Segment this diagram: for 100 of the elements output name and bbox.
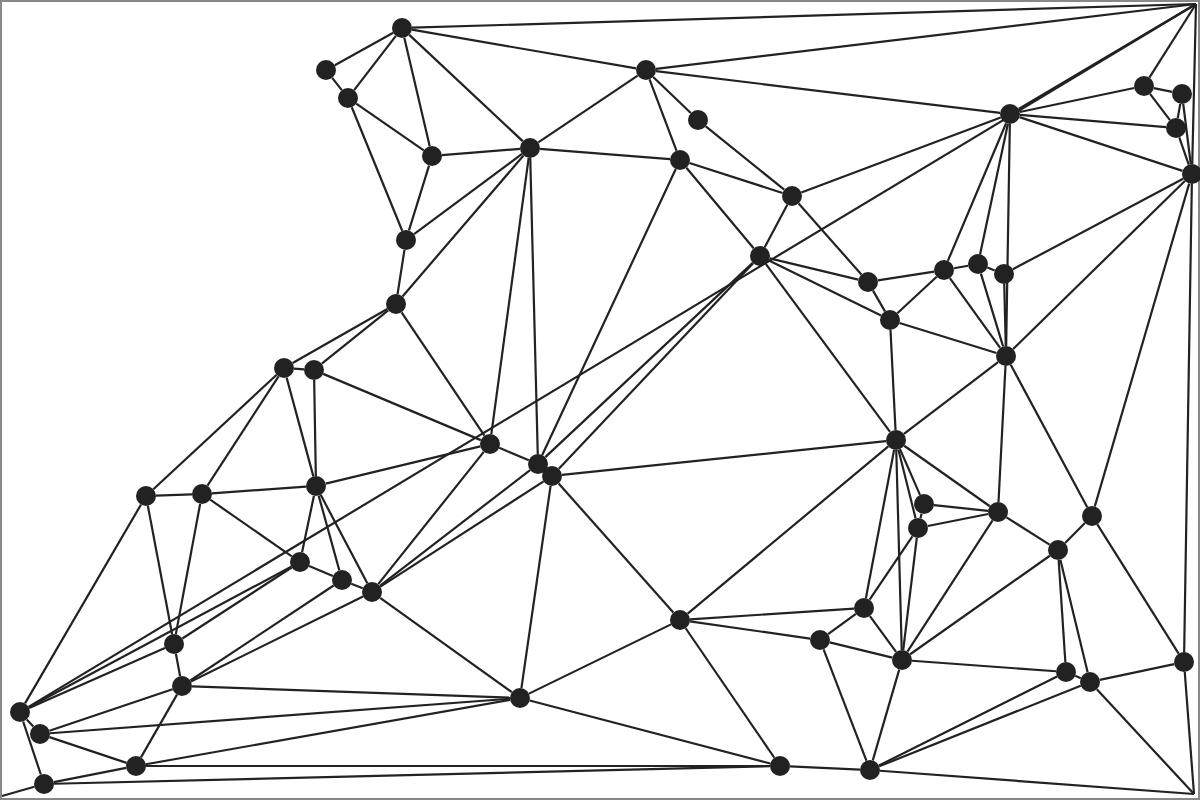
node-dot <box>908 518 928 538</box>
node-dot <box>304 360 324 380</box>
connector-line <box>906 519 994 653</box>
connector-line <box>903 361 999 435</box>
connector-line <box>909 554 1051 656</box>
connector-line <box>353 35 397 91</box>
connector-line <box>953 264 969 270</box>
connector-line <box>377 451 485 585</box>
connector-line <box>655 70 1001 114</box>
connector-line <box>763 204 789 248</box>
connector-line <box>933 503 989 513</box>
connector-line <box>686 445 890 615</box>
connector-line <box>948 277 1002 349</box>
connector-line <box>146 505 174 635</box>
connector-line <box>768 259 882 317</box>
connector-line <box>441 147 521 157</box>
connector-line <box>528 623 672 695</box>
node-dot <box>996 346 1016 366</box>
connector-line <box>407 165 431 231</box>
connector-line <box>1019 86 1135 114</box>
node-dot <box>172 676 192 696</box>
connector-line <box>902 537 918 651</box>
connector-line <box>979 123 1009 255</box>
node-dot <box>306 476 326 496</box>
node-dot <box>858 272 878 292</box>
connector-line <box>797 202 863 276</box>
connector-line <box>145 698 511 766</box>
connector-line <box>189 584 335 682</box>
connector-line <box>689 620 811 640</box>
node-dot <box>750 246 770 266</box>
node-dot <box>770 756 790 776</box>
connector-line <box>769 257 859 281</box>
node-dot <box>860 760 880 780</box>
node-dot <box>892 650 912 670</box>
connector-line <box>155 493 193 497</box>
connector-line <box>1059 559 1089 673</box>
connector-line <box>403 37 431 147</box>
connector-line <box>895 449 903 651</box>
connector-line <box>350 582 364 590</box>
node-dot <box>1082 506 1102 526</box>
connector-line <box>350 106 404 232</box>
connector-line <box>1096 688 1195 795</box>
connector-line <box>1191 3 1198 165</box>
connector-line <box>334 31 394 67</box>
node-dot <box>688 110 708 130</box>
node-dot <box>126 756 146 776</box>
connector-line <box>285 377 315 477</box>
connector-line <box>190 595 364 683</box>
connector-line <box>1153 87 1173 93</box>
connector-line <box>49 697 511 735</box>
connector-line <box>1182 103 1192 165</box>
node-dot <box>520 138 540 158</box>
connector-line <box>181 566 293 640</box>
connector-line <box>1019 113 1167 129</box>
connector-line <box>191 685 511 699</box>
connector-line <box>24 504 142 704</box>
connector-line <box>140 694 178 758</box>
connector-line <box>1183 671 1196 795</box>
connector-line <box>655 2 1197 70</box>
connector-line <box>313 380 317 476</box>
connector-line <box>209 498 293 558</box>
connector-line <box>1064 522 1086 544</box>
node-dot <box>1172 84 1192 104</box>
connector-line <box>648 78 678 152</box>
connector-line <box>789 765 861 771</box>
connector-line <box>1176 103 1182 119</box>
connector-line <box>317 495 341 571</box>
connector-line <box>322 372 482 442</box>
connector-line <box>997 365 1007 503</box>
connector-line <box>557 482 675 614</box>
connector-line <box>871 669 901 761</box>
connector-line <box>355 102 425 152</box>
node-dot <box>994 264 1014 284</box>
connector-line <box>1099 663 1175 681</box>
connector-line <box>490 157 530 435</box>
connector-line <box>1057 559 1067 663</box>
connector-line <box>411 28 637 70</box>
connector-line <box>308 564 334 578</box>
node-dot <box>422 146 442 166</box>
connector-line <box>379 469 531 587</box>
node-dot <box>1000 104 1020 124</box>
connector-line <box>829 641 893 659</box>
connector-line <box>864 449 896 599</box>
connector-line <box>541 168 677 456</box>
connector-line <box>293 367 305 371</box>
connector-line <box>400 311 486 437</box>
connector-line <box>800 116 1002 194</box>
connector-line <box>689 162 783 194</box>
connector-line <box>1074 674 1082 680</box>
connector-line <box>1003 283 1007 347</box>
connector-line <box>899 321 997 355</box>
connector-line <box>206 375 280 487</box>
connector-line <box>49 688 173 732</box>
connector-line <box>331 77 343 91</box>
connector-line <box>413 153 523 235</box>
connector-line <box>1005 516 1051 546</box>
connector-line <box>292 308 388 364</box>
connector-line <box>1096 523 1180 655</box>
connector-line <box>899 448 921 496</box>
connector-line <box>211 485 307 495</box>
